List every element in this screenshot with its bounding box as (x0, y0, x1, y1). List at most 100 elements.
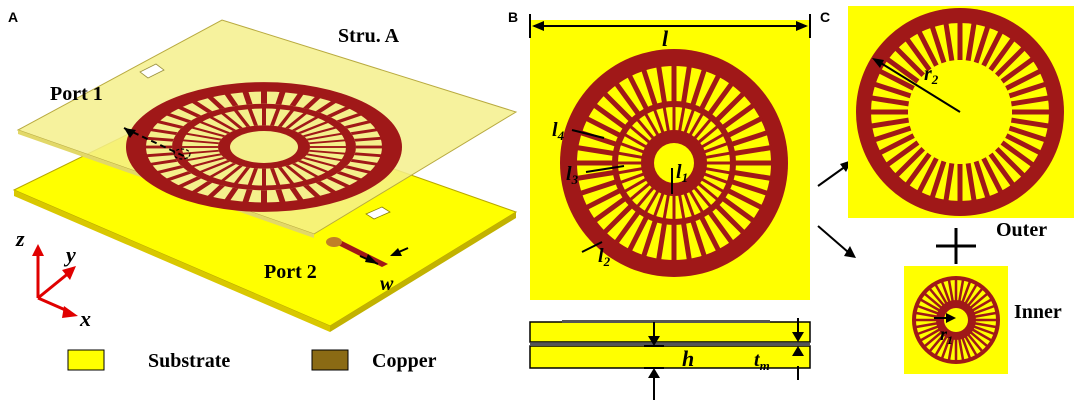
slot-finger (315, 181, 337, 194)
top-notch (139, 63, 165, 79)
slot-finger (292, 116, 320, 132)
inner-structure-slots (914, 278, 998, 362)
slot-finger (869, 117, 910, 129)
slot-finger (995, 147, 1027, 179)
port2-pad (326, 237, 342, 247)
slot-finger (923, 292, 944, 310)
slot-finger (277, 166, 295, 185)
port1-arrowhead (124, 128, 136, 138)
l4-arrow (571, 129, 605, 139)
slot-finger (973, 311, 998, 319)
slot-finger (919, 297, 942, 313)
inner-label: Inner (1014, 301, 1062, 323)
slot-finger (966, 287, 984, 308)
slot-finger (592, 196, 627, 224)
slot-finger (662, 194, 670, 221)
slot-finger (968, 330, 989, 348)
slot-finger (726, 188, 764, 211)
slot-finger (960, 280, 972, 304)
slot-finger (584, 115, 622, 138)
slot-finger (940, 280, 952, 304)
y-axis-label: y (63, 242, 76, 267)
slot-finger (965, 162, 977, 203)
slot-finger (277, 109, 295, 128)
slot-finger (970, 327, 993, 343)
slot-finger (184, 132, 222, 141)
slot-finger (966, 332, 984, 353)
slot-finger (262, 107, 266, 126)
slot-finger (641, 68, 658, 107)
legend: Substrate Copper (67, 349, 437, 372)
slot-finger (292, 162, 320, 178)
slot-finger (242, 91, 253, 105)
slot-finger (626, 73, 649, 111)
slot-finger (144, 145, 172, 149)
slot-finger (275, 189, 286, 203)
slot-finger (683, 107, 696, 134)
slot-finger (623, 132, 648, 149)
slot-finger (1008, 81, 1048, 99)
arrow-to-inner (817, 225, 849, 253)
bottom-substrate-edge-right (330, 212, 516, 332)
x-axis-label: x (79, 306, 91, 331)
slot-finger (914, 311, 939, 319)
slot-finger (662, 105, 670, 132)
slot-finger (302, 156, 338, 168)
slot-finger (872, 81, 912, 99)
slot-finger (707, 210, 735, 245)
slot-finger (699, 215, 722, 253)
slot-finger (706, 161, 732, 165)
slot-finger (916, 324, 940, 336)
outer-structure-slots (869, 21, 1051, 203)
slot-finger (626, 215, 649, 253)
slot-finger (289, 92, 304, 107)
panel-b-label: B (508, 9, 518, 25)
slot-finger (1005, 133, 1043, 156)
slot-finger (916, 157, 939, 195)
slot-finger (336, 171, 363, 182)
slot-finger (693, 117, 713, 140)
slot-finger (730, 179, 769, 196)
slot-finger (297, 160, 330, 174)
r2-line (875, 59, 961, 113)
slot-finger (678, 105, 686, 132)
slot-finger (957, 337, 965, 362)
slot-finger (904, 36, 932, 72)
slot-finger (690, 219, 707, 258)
slot-finger (308, 149, 348, 155)
slot-finger (177, 106, 202, 118)
slot-finger (233, 109, 251, 128)
slot-finger (707, 81, 735, 116)
l3-arrow (585, 165, 625, 173)
slot-finger (224, 92, 239, 107)
slot-finger (699, 73, 722, 111)
slot-finger (198, 120, 231, 134)
slot-finger (652, 107, 665, 134)
slot-finger (1005, 68, 1043, 91)
slot-finger (957, 21, 963, 60)
slot-finger (180, 139, 220, 145)
w-dimension: w (359, 247, 409, 295)
slot-finger (929, 24, 947, 64)
tv-outer-slots (575, 64, 773, 262)
panel-c-label: C (820, 9, 830, 25)
slot-finger (613, 81, 641, 116)
slot-finger (929, 160, 947, 200)
slot-finger (350, 128, 380, 135)
slot-finger (973, 24, 991, 64)
legend-copper-swatch (311, 349, 349, 371)
slot-finger (656, 64, 668, 105)
slot-finger (919, 327, 942, 343)
bottom-notch (365, 206, 391, 220)
legend-substrate-swatch (67, 349, 105, 371)
slot-finger (972, 324, 996, 336)
slot-finger (643, 189, 660, 214)
slot-finger (270, 107, 281, 126)
slot-finger (618, 172, 645, 185)
slot-finger (672, 195, 676, 221)
slot-finger (700, 132, 725, 149)
slot-finger (872, 125, 912, 143)
slot-finger (602, 91, 634, 123)
slot-finger (310, 146, 348, 148)
